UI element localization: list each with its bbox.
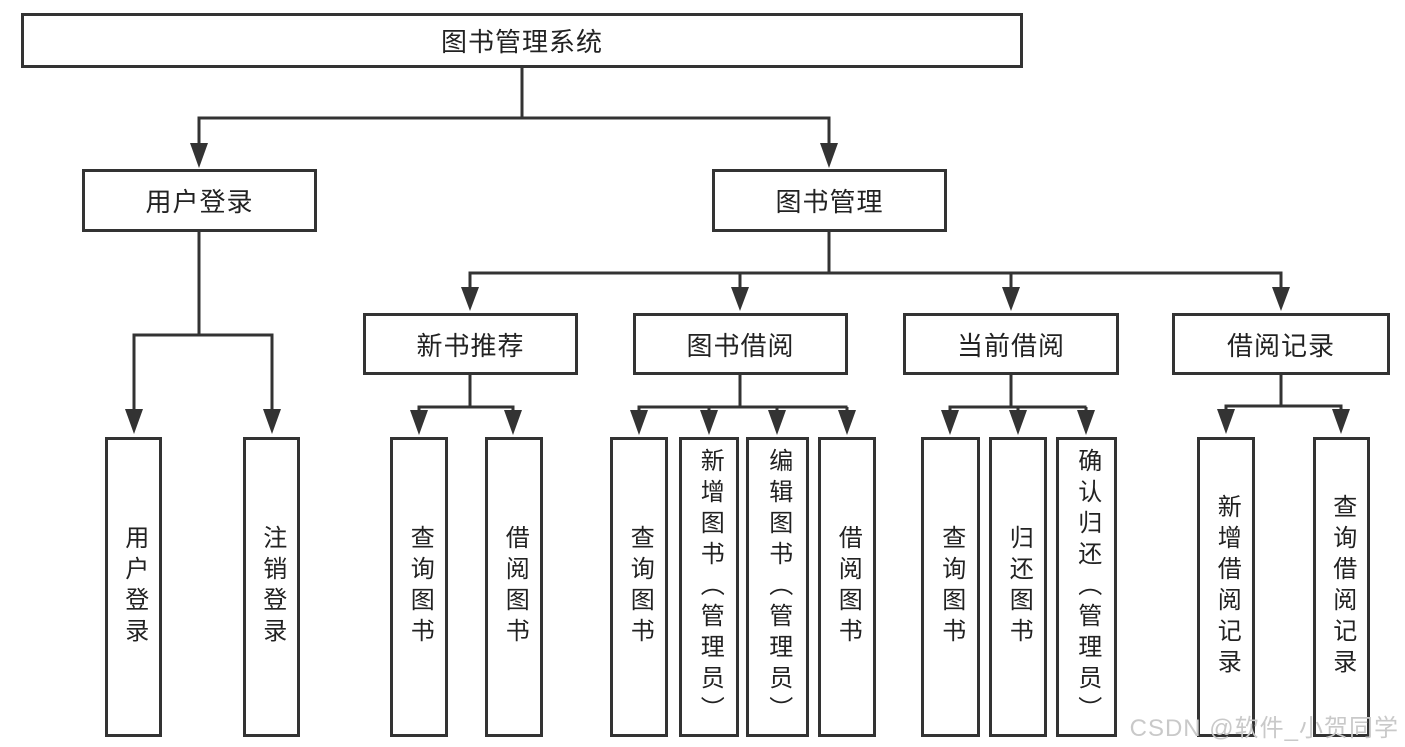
leaf-label: 查询借阅记录 (1328, 494, 1356, 680)
leaf-query-book-recommend: 查询图书 (390, 437, 448, 737)
leaf-edit-book-admin: 编辑图书（管理员） (746, 437, 809, 737)
leaf-label: 借阅图书 (501, 525, 529, 649)
node-current-borrow: 当前借阅 (903, 313, 1119, 375)
node-book-borrow-label: 图书借阅 (686, 330, 795, 361)
leaf-query-book-current: 查询图书 (921, 437, 980, 737)
leaf-label: 确认归还（管理员） (1073, 447, 1101, 727)
leaf-user-login: 用户登录 (105, 437, 162, 737)
leaf-borrow-book: 借阅图书 (818, 437, 876, 737)
leaf-label: 归还图书 (1005, 525, 1033, 649)
node-root: 图书管理系统 (21, 13, 1023, 68)
leaf-label: 新增图书（管理员） (696, 447, 724, 727)
leaf-label: 查询图书 (937, 525, 965, 649)
node-root-label: 图书管理系统 (440, 27, 603, 57)
leaf-label: 编辑图书（管理员） (764, 447, 792, 727)
node-borrow-record-label: 借阅记录 (1226, 330, 1335, 361)
leaf-label: 查询图书 (626, 525, 654, 649)
leaf-label: 查询图书 (406, 525, 434, 649)
leaf-add-book-admin: 新增图书（管理员） (679, 437, 739, 737)
leaf-return-book: 归还图书 (989, 437, 1047, 737)
leaf-add-borrow-record: 新增借阅记录 (1197, 437, 1255, 737)
node-book-borrow: 图书借阅 (633, 313, 848, 375)
node-book-management-label: 图书管理 (775, 187, 884, 217)
leaf-confirm-return-admin: 确认归还（管理员） (1056, 437, 1117, 737)
leaf-logout: 注销登录 (243, 437, 300, 737)
leaf-label: 注销登录 (258, 525, 286, 649)
node-new-book-recommend: 新书推荐 (363, 313, 578, 375)
leaf-label: 用户登录 (120, 525, 148, 649)
node-borrow-record: 借阅记录 (1172, 313, 1390, 375)
node-book-management: 图书管理 (712, 169, 947, 232)
leaf-query-book-borrow: 查询图书 (610, 437, 668, 737)
leaf-label: 新增借阅记录 (1213, 494, 1241, 680)
leaf-label: 借阅图书 (834, 525, 862, 649)
node-current-borrow-label: 当前借阅 (956, 330, 1065, 361)
node-new-book-recommend-label: 新书推荐 (416, 330, 525, 361)
node-user-login-label: 用户登录 (145, 187, 254, 217)
leaf-query-borrow-record: 查询借阅记录 (1313, 437, 1370, 737)
leaf-borrow-book-recommend: 借阅图书 (485, 437, 543, 737)
node-user-login: 用户登录 (82, 169, 317, 232)
